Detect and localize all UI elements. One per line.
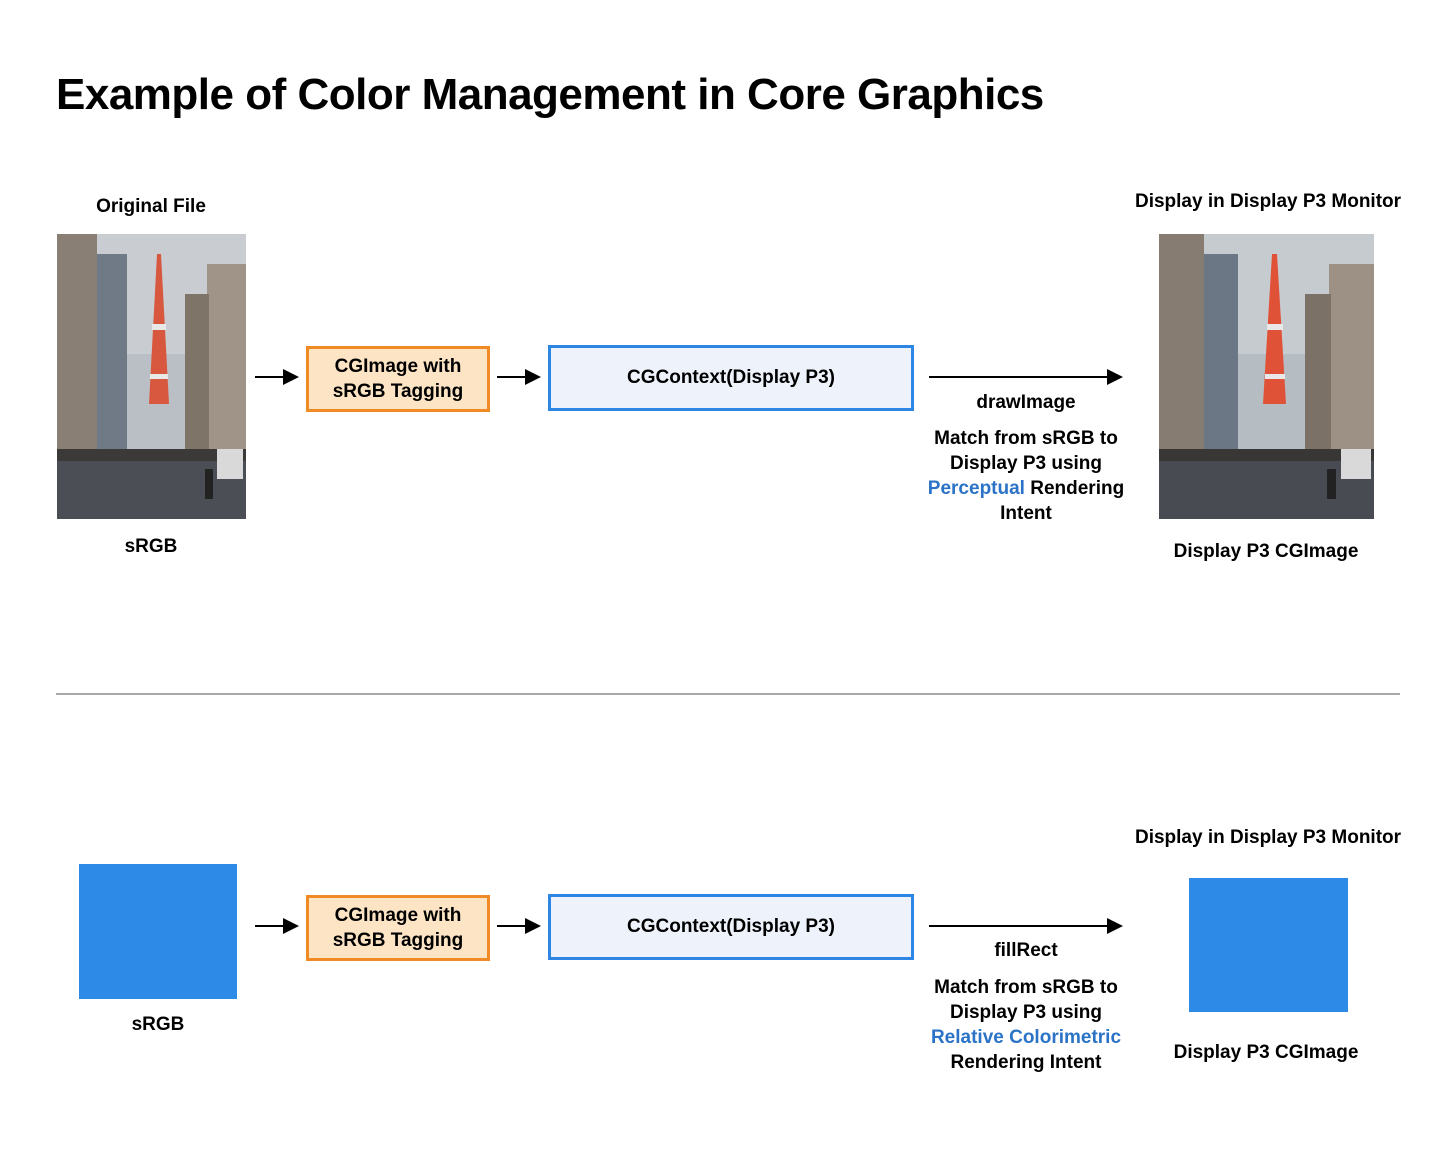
rendering-intent-highlight: Relative Colorimetric — [930, 1027, 1122, 1048]
cgimage-box-line1: CGImage with — [334, 905, 462, 926]
matching-note: Match from sRGB to Display P3 using Perc… — [906, 426, 1146, 526]
operation-label: drawImage — [976, 392, 1076, 413]
operation-label: fillRect — [994, 940, 1058, 961]
cgimage-box-line1: CGImage with — [334, 356, 462, 377]
note-line1: Match from sRGB to — [934, 428, 1118, 449]
rendering-intent-highlight: Perceptual — [927, 478, 1025, 499]
draw-arrow-icon — [929, 367, 1123, 387]
note-line1: Match from sRGB to — [934, 977, 1118, 998]
note-line3: Perceptual Rendering — [906, 476, 1146, 501]
tokyo-street-photo-display-p3 — [1159, 234, 1374, 519]
cgcontext-box-label: CGContext(Display P3) — [627, 367, 835, 388]
srgb-blue-swatch — [79, 864, 237, 999]
note-line3-rest: Rendering — [1024, 478, 1125, 499]
arrow-right-icon — [255, 367, 299, 387]
arrow-right-icon — [497, 916, 541, 936]
matching-note: Match from sRGB to Display P3 using Rela… — [906, 975, 1146, 1075]
cgimage-srgb-box: CGImage with sRGB Tagging — [306, 346, 490, 412]
note-line2: Display P3 using — [949, 453, 1103, 474]
note-line4: Intent — [1000, 503, 1052, 524]
cgimage-box-line2: sRGB Tagging — [332, 381, 464, 402]
section-divider — [56, 693, 1400, 695]
tokyo-street-photo-source — [57, 234, 246, 519]
arrow-right-icon — [497, 367, 541, 387]
note-line4: Rendering Intent — [950, 1052, 1102, 1073]
cgcontext-display-p3-box: CGContext(Display P3) — [548, 345, 914, 411]
page-title: Example of Color Management in Core Grap… — [56, 70, 1044, 119]
source-heading: Original File — [96, 196, 206, 217]
dest-heading: Display in Display P3 Monitor — [1134, 827, 1402, 848]
source-photo — [57, 234, 246, 519]
source-color-space-label: sRGB — [124, 536, 178, 557]
dest-label: Display P3 CGImage — [1173, 541, 1359, 562]
cgimage-box-line2: sRGB Tagging — [332, 930, 464, 951]
source-color-space-label: sRGB — [131, 1014, 185, 1035]
dest-heading: Display in Display P3 Monitor — [1134, 191, 1402, 212]
arrow-right-icon — [255, 916, 299, 936]
display-p3-blue-swatch — [1189, 878, 1348, 1012]
dest-label: Display P3 CGImage — [1173, 1042, 1359, 1063]
dest-photo — [1159, 234, 1374, 519]
fill-arrow-icon — [929, 916, 1123, 936]
cgcontext-box-label: CGContext(Display P3) — [627, 916, 835, 937]
cgimage-srgb-box: CGImage with sRGB Tagging — [306, 895, 490, 961]
cgcontext-display-p3-box: CGContext(Display P3) — [548, 894, 914, 960]
note-line2: Display P3 using — [949, 1002, 1103, 1023]
